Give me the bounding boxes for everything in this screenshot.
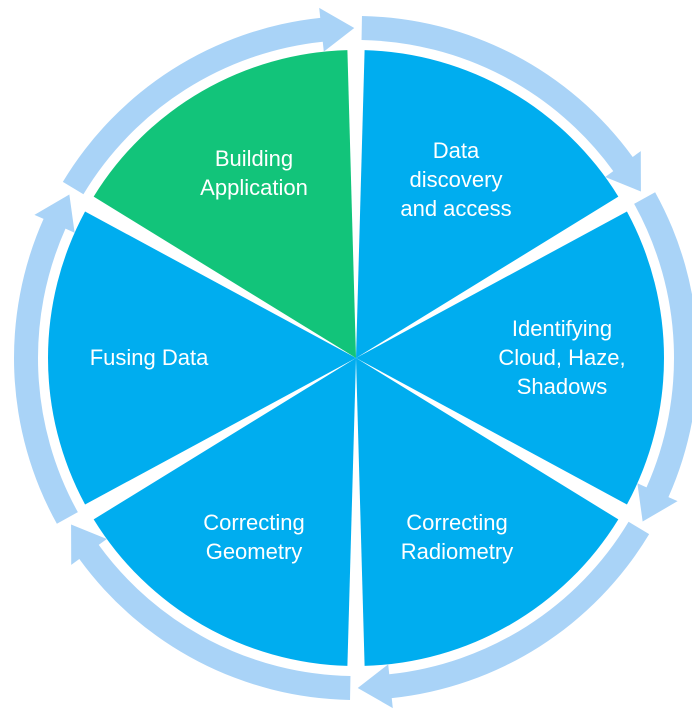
segment-label-line: Geometry [206,539,303,564]
segment-label-data-discovery: Data discovery and access [400,138,511,221]
segment-label-line: Data [433,138,480,163]
segment-fusing-data [47,211,356,505]
cycle-arrow-data-discovery [361,16,641,192]
cycle-arrow-correcting-radiometry [357,521,650,709]
cycle-arrow-fusing-data [14,194,78,524]
segment-label-line: Radiometry [401,539,513,564]
segment-label-line: Cloud, Haze, [498,345,625,370]
segment-label-line: Correcting [203,510,304,535]
segment-label-line: Shadows [517,374,608,399]
cycle-arrow-correcting-geometry [71,524,351,700]
segment-identifying-cloud [356,211,664,505]
cycle-arrow-identifying-cloud [634,192,692,522]
segment-label-line: and access [400,196,511,221]
segment-label-fusing-data: Fusing Data [90,345,209,370]
segment-building-application [93,50,357,358]
segment-label-line: Building [215,146,293,171]
segment-label-line: Identifying [512,316,612,341]
segment-correcting-radiometry [356,358,619,666]
segment-data-discovery [356,50,619,358]
segment-label-line: discovery [410,167,503,192]
cycle-arrows [14,7,692,709]
segment-label-line: Fusing Data [90,345,209,370]
segment-label-line: Correcting [406,510,507,535]
cycle-arrow-building-application [62,7,355,195]
segment-correcting-geometry [93,358,357,666]
segment-label-line: Application [200,175,308,200]
